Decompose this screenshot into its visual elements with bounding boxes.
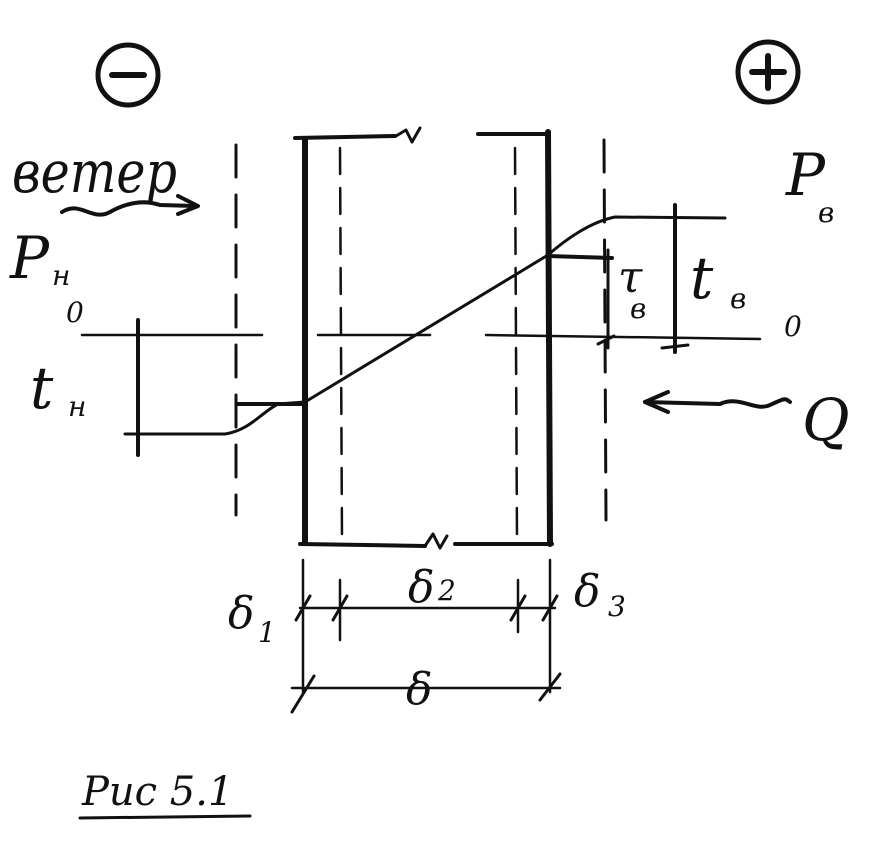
q-heat-flow-arrow [643,390,792,414]
wind-arrow [60,194,200,217]
t-outer-subscript: н [68,390,86,423]
p-inner-subscript: в [818,196,834,229]
layer-1-boundary [338,146,344,542]
wind-label: ветер [12,138,177,206]
inner-surface-temp-mark [546,254,614,260]
wall-inner-face [545,129,553,547]
layer-dimension-line [294,558,559,694]
figure-caption: Рис 5.1 [81,769,233,815]
tau-inner-label: τ [618,252,643,303]
layer-2-boundary [513,146,519,542]
zero-right-label: 0 [784,310,802,343]
zero-left-label: 0 [66,296,84,329]
delta-3-label: δ [574,566,601,617]
figure-caption-underline [78,814,252,820]
inner-boundary-layer-line [602,138,608,522]
plus-circle [735,39,801,105]
t-inner-bracket [660,203,690,354]
t-outer-label: t [30,354,54,422]
wall-bottom-break-mark [423,532,449,550]
p-outer-subscript: н [52,259,70,292]
delta-total-label: δ [406,664,433,715]
wall-bottom-break-left [298,542,427,548]
delta-3-subscript: 3 [608,590,626,623]
delta-1-label: δ [228,588,255,639]
p-inner-label: P [785,141,826,209]
zero-axis-right [484,333,762,341]
wall-top-break-mark [394,126,422,144]
q-label: Q [802,386,850,454]
t-outer-bracket [123,318,154,457]
delta-1-subscript: 1 [258,616,276,649]
minus-circle [95,42,161,108]
delta-2-label: δ [408,562,435,613]
p-outer-label: P [9,224,50,292]
t-inner-label: t [690,244,714,312]
tau-inner-subscript: в [630,292,646,325]
t-inner-subscript: в [730,282,746,315]
temperature-profile-curve [136,215,727,436]
total-dimension-line [290,672,562,714]
delta-2-subscript: 2 [437,574,456,607]
tau-inner-bracket [596,248,616,350]
wall-top-break-left [293,134,397,140]
